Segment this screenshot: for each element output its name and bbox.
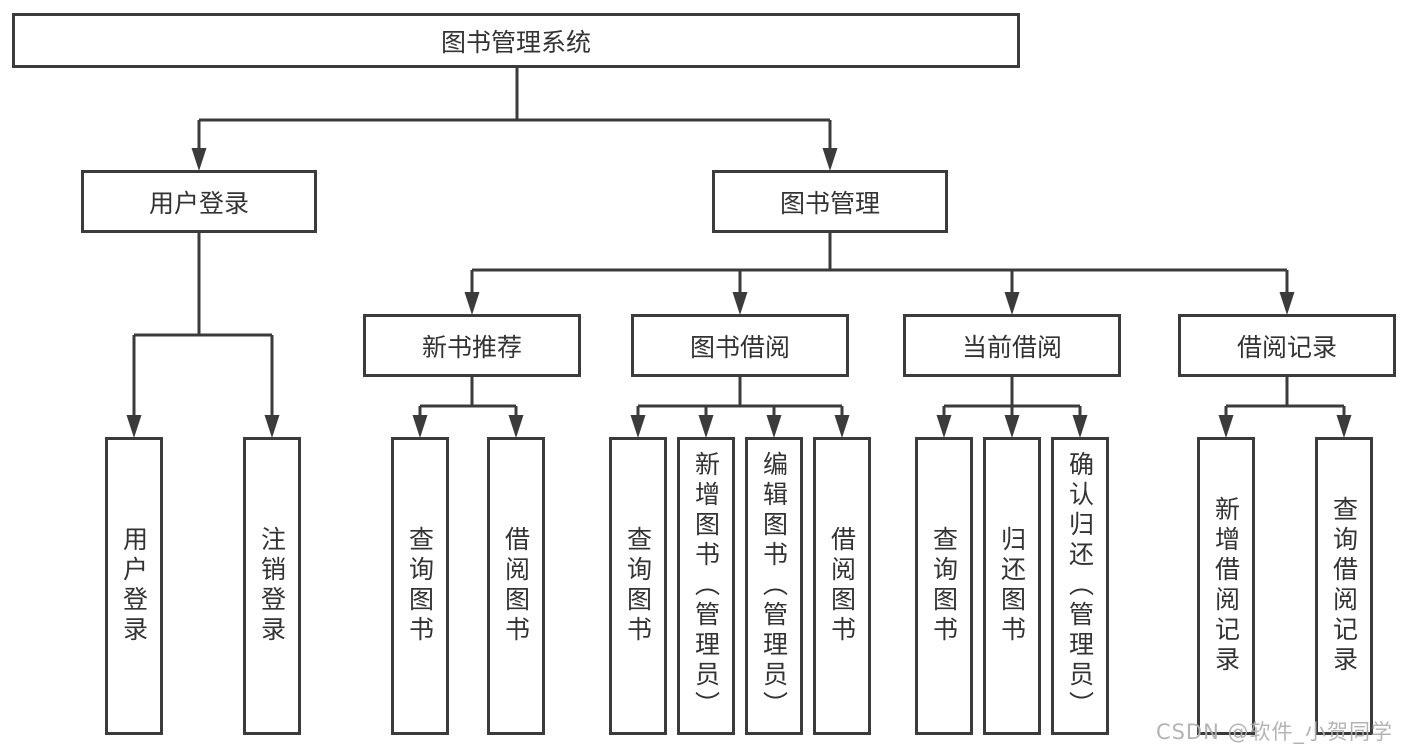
leaf-add-books-admin: 新增图书（管理员） bbox=[677, 437, 735, 735]
node-user-login: 用户登录 bbox=[81, 170, 317, 233]
tree-edges bbox=[132, 68, 1346, 416]
node-book-management: 图书管理 bbox=[712, 170, 948, 233]
leaf-query-books-recommend: 查询图书 bbox=[391, 437, 449, 735]
leaf-query-borrow-record: 查询借阅记录 bbox=[1315, 437, 1373, 735]
leaf-borrow-books: 借阅图书 bbox=[813, 437, 871, 735]
csdn-watermark: CSDN @软件_小贺同学 bbox=[1155, 720, 1393, 744]
leaf-edit-books-admin: 编辑图书（管理员） bbox=[745, 437, 803, 735]
leaf-query-books-current: 查询图书 bbox=[915, 437, 973, 735]
node-borrow-records: 借阅记录 bbox=[1178, 314, 1396, 377]
node-library-management-system: 图书管理系统 bbox=[12, 13, 1020, 68]
node-new-book-recommend: 新书推荐 bbox=[363, 314, 581, 377]
node-book-borrow: 图书借阅 bbox=[631, 314, 849, 377]
leaf-user-login: 用户登录 bbox=[105, 437, 163, 735]
leaf-confirm-return-admin: 确认归还（管理员） bbox=[1051, 437, 1109, 735]
leaf-borrow-books-recommend: 借阅图书 bbox=[487, 437, 545, 735]
leaf-logout-login: 注销登录 bbox=[243, 437, 301, 735]
leaf-add-borrow-record: 新增借阅记录 bbox=[1197, 437, 1255, 735]
leaf-return-books: 归还图书 bbox=[983, 437, 1041, 735]
leaf-query-books-borrow: 查询图书 bbox=[609, 437, 667, 735]
node-current-borrow: 当前借阅 bbox=[903, 314, 1121, 377]
